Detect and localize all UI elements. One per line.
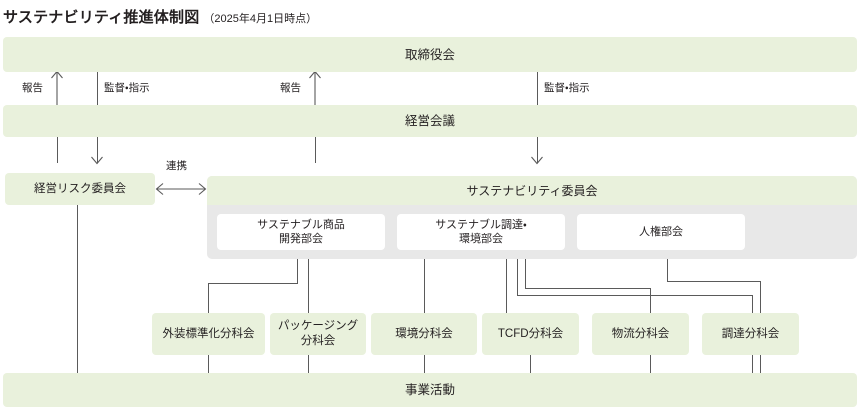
arrow-supervise-right-icon xyxy=(531,156,543,165)
connector-sub1-to-business xyxy=(208,355,209,373)
arrow-report-left-icon xyxy=(51,70,63,105)
connector-sub6-to-business-b xyxy=(760,355,761,373)
label-report-right: 報告 xyxy=(280,82,301,94)
connector-dept2-elbow-v-c xyxy=(517,250,518,295)
department-label-3: 人権部会 xyxy=(639,225,683,238)
arrow-cooperation-icon xyxy=(155,183,207,195)
department-label-2: サステナブル調達・環境部会 xyxy=(435,218,527,245)
department-box-sustainable-procurement-environment[interactable]: サステナブル調達・環境部会 xyxy=(397,214,565,250)
label-report-left: 報告 xyxy=(22,82,43,94)
connector-risk-to-mgmt-report xyxy=(57,137,58,163)
business-activities-label: 事業活動 xyxy=(404,383,455,397)
arrow-report-right-icon xyxy=(309,70,321,105)
subcommittee-box-environment[interactable]: 環境分科会 xyxy=(371,313,477,355)
connector-sub5-to-business xyxy=(650,355,651,373)
connector-sub4-to-business xyxy=(530,355,531,373)
connector-dept3-to-sub6 xyxy=(760,281,761,313)
subcommittee-box-procurement[interactable]: 調達分科会 xyxy=(702,313,799,355)
department-label-1: サステナブル商品開発部会 xyxy=(257,218,345,245)
board-of-directors-label: 取締役会 xyxy=(404,47,455,62)
subcommittee-label-1: 外装標準化分科会 xyxy=(162,327,255,340)
risk-management-committee-box[interactable]: 経営リスク委員会 xyxy=(5,173,155,205)
subcommittee-box-exterior-standardization[interactable]: 外装標準化分科会 xyxy=(152,313,265,355)
connector-dept2-to-sub6 xyxy=(752,295,753,313)
subcommittee-label-5: 物流分科会 xyxy=(611,327,670,340)
sustainability-committee-header: サステナビリティ委員会 xyxy=(207,176,857,205)
label-cooperation: 連携 xyxy=(166,160,187,172)
risk-management-committee-label: 経営リスク委員会 xyxy=(34,182,126,195)
sustainability-committee-container[interactable]: サステナビリティ委員会 サステナブル商品開発部会 サステナブル調達・環境部会 人… xyxy=(207,176,857,259)
subcommittee-label-3: 環境分科会 xyxy=(395,327,453,340)
business-activities-bar[interactable]: 事業活動 xyxy=(3,373,857,407)
connector-dept3-elbow-h xyxy=(667,281,760,282)
label-supervise-right: 監督・指示 xyxy=(544,82,590,94)
management-meeting-bar[interactable]: 経営会議 xyxy=(3,105,857,137)
connector-dept2-elbow-v-b xyxy=(525,250,526,288)
department-box-sustainable-product-development[interactable]: サステナブル商品開発部会 xyxy=(217,214,385,250)
connector-risk-to-business xyxy=(77,205,78,373)
connector-committee-to-mgmt-report xyxy=(315,137,316,163)
subcommittee-label-2: パッケージング分科会 xyxy=(277,320,359,347)
connector-dept1-to-sub2 xyxy=(308,250,309,313)
sustainability-committee-label: サステナビリティ委員会 xyxy=(466,184,598,198)
connector-dept1-to-sub1 xyxy=(208,283,209,313)
connector-supervise-left xyxy=(97,72,98,105)
subcommittee-box-packaging[interactable]: パッケージング分科会 xyxy=(270,313,366,355)
subcommittee-label-4: TCFD分科会 xyxy=(497,327,564,340)
board-of-directors-bar[interactable]: 取締役会 xyxy=(3,37,857,72)
subcommittee-label-6: 調達分科会 xyxy=(721,327,780,340)
connector-sub6-to-business-a xyxy=(752,355,753,373)
connector-dept2-to-sub3 xyxy=(424,250,425,313)
connector-dept1-elbow-h xyxy=(208,283,298,284)
department-box-human-rights[interactable]: 人権部会 xyxy=(577,214,745,250)
connector-sub3-to-business xyxy=(424,355,425,373)
connector-dept3-elbow-v xyxy=(667,250,668,281)
connector-mgmt-to-committee xyxy=(537,137,538,163)
connector-dept2-to-sub5 xyxy=(650,288,651,313)
management-meeting-label: 経営会議 xyxy=(404,114,455,128)
arrow-supervise-left-icon xyxy=(91,156,103,165)
connector-sub2-to-business xyxy=(308,355,309,373)
label-supervise-left: 監督・指示 xyxy=(104,82,150,94)
title-main-text: サステナビリティ推進体制図 xyxy=(3,9,200,26)
page-title: サステナビリティ推進体制図（2025年4月1日時点） xyxy=(3,6,317,27)
connector-dept2-to-sub4 xyxy=(506,250,507,313)
connector-mgmt-to-risk xyxy=(97,137,98,163)
subcommittee-box-tcfd[interactable]: TCFD分科会 xyxy=(482,313,579,355)
connector-dept2-elbow-h-b xyxy=(525,288,650,289)
connector-dept2-elbow-h-c xyxy=(517,295,752,296)
subcommittee-box-logistics[interactable]: 物流分科会 xyxy=(592,313,689,355)
title-subtitle-text: （2025年4月1日時点） xyxy=(203,13,318,25)
connector-supervise-right xyxy=(537,72,538,105)
connector-dept1-elbow-v1 xyxy=(297,250,298,283)
